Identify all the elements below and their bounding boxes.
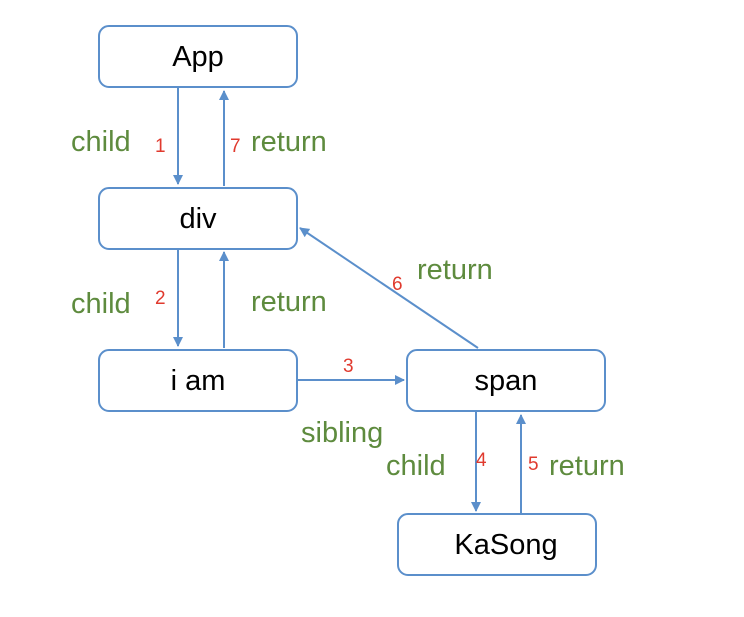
step-5: 5 <box>528 454 539 475</box>
step-4: 4 <box>476 450 487 471</box>
node-div-box <box>98 187 298 250</box>
node-span: span <box>406 349 606 412</box>
step-6: 6 <box>392 274 403 295</box>
node-app: App <box>98 25 298 88</box>
label-iam-div-return: return <box>251 286 327 318</box>
node-iam-label: i am <box>171 365 226 397</box>
node-kasong-box <box>397 513 597 576</box>
step-2: 2 <box>155 288 166 309</box>
step-7: 7 <box>230 136 241 157</box>
node-app-box <box>98 25 298 88</box>
label-div-iam-child: child <box>71 288 131 320</box>
edges <box>173 88 526 513</box>
label-span-kasong-child: child <box>386 450 446 482</box>
edge-labels: child return child return return sibling… <box>71 126 625 482</box>
edge-span-div-return <box>299 227 479 349</box>
label-kasong-span-return: return <box>549 450 625 482</box>
node-kasong-label: KaSong <box>454 529 557 561</box>
node-iam: i am <box>98 349 298 412</box>
node-iam-box <box>98 349 298 412</box>
node-app-label: App <box>172 41 224 73</box>
node-span-label: span <box>475 365 538 397</box>
node-kasong: KaSong <box>397 513 597 576</box>
label-div-app-return: return <box>251 126 327 158</box>
node-span-box <box>406 349 606 412</box>
node-div-label: div <box>179 203 217 235</box>
step-1: 1 <box>155 136 166 157</box>
step-numbers: 1 7 2 3 6 4 5 <box>155 136 539 475</box>
node-div: div <box>98 187 298 250</box>
label-app-div-child: child <box>71 126 131 158</box>
step-3: 3 <box>343 356 354 377</box>
label-span-div-return: return <box>417 254 493 286</box>
label-iam-span-sibling: sibling <box>301 417 383 449</box>
